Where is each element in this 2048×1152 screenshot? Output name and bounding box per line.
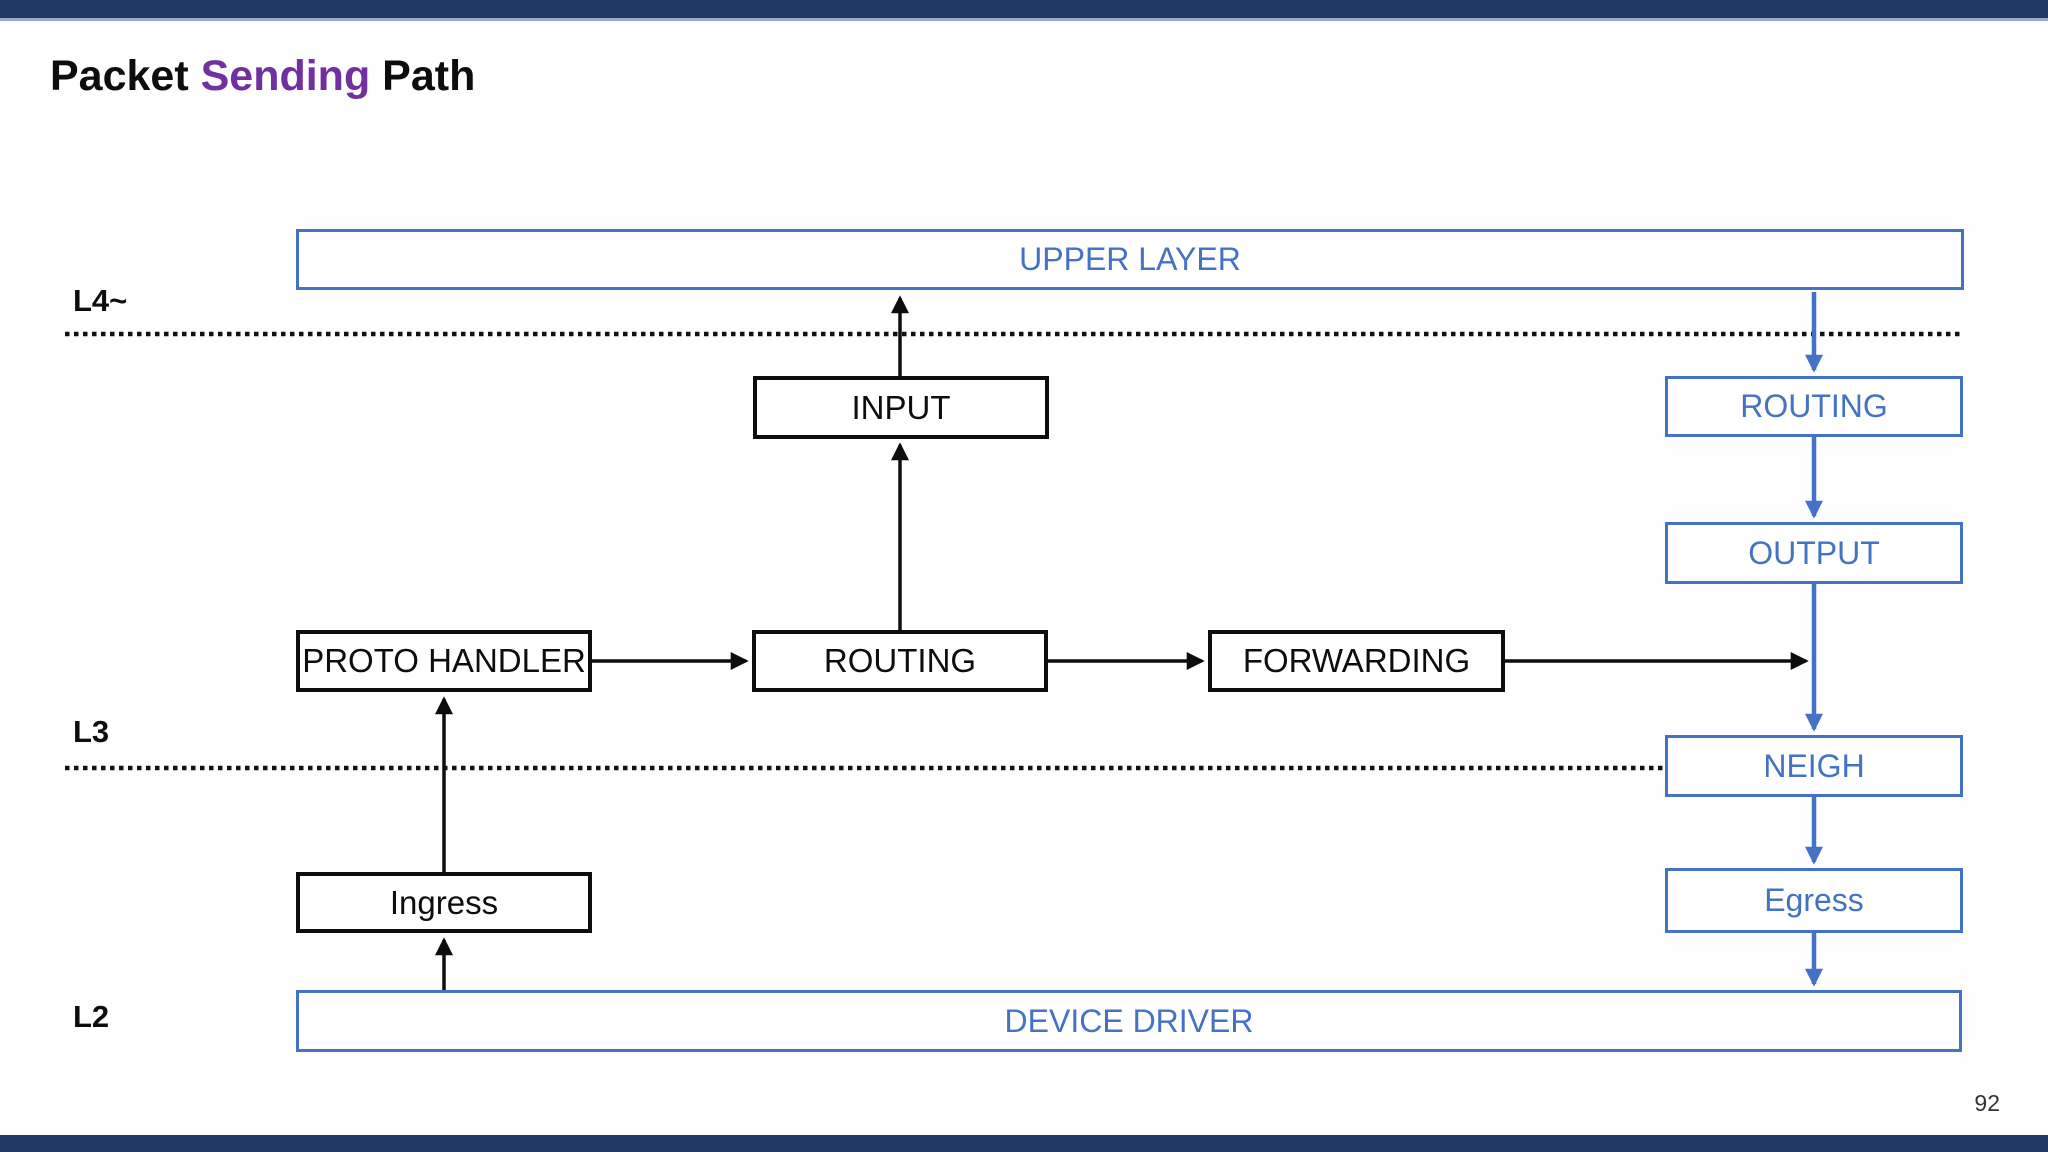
title-accent-word: Sending [200,52,371,100]
page-title: Packet Sending Path [50,52,475,101]
node-ingress: Ingress [296,872,592,933]
node-egress: Egress [1665,868,1963,933]
node-neigh: NEIGH [1665,735,1963,797]
node-routing-receive: ROUTING [752,630,1048,692]
node-upper-layer: UPPER LAYER [296,229,1964,290]
node-device-driver: DEVICE DRIVER [296,990,1962,1052]
node-output: OUTPUT [1665,522,1963,584]
node-proto-handler: PROTO HANDLER [296,630,592,692]
node-input: INPUT [753,376,1049,439]
node-routing-send: ROUTING [1665,376,1963,437]
title-trailing: Path [370,52,476,100]
title-leading: Packet [50,52,201,100]
footer-bar [0,1135,2048,1152]
page-number: 92 [1974,1090,2000,1116]
header-bar-accent-line [0,18,2048,21]
layer-label-l4: L4~ [73,283,128,318]
node-forwarding: FORWARDING [1208,630,1505,692]
header-bar [0,0,2048,18]
layer-label-l3: L3 [73,714,110,749]
layer-label-l2: L2 [73,999,110,1034]
